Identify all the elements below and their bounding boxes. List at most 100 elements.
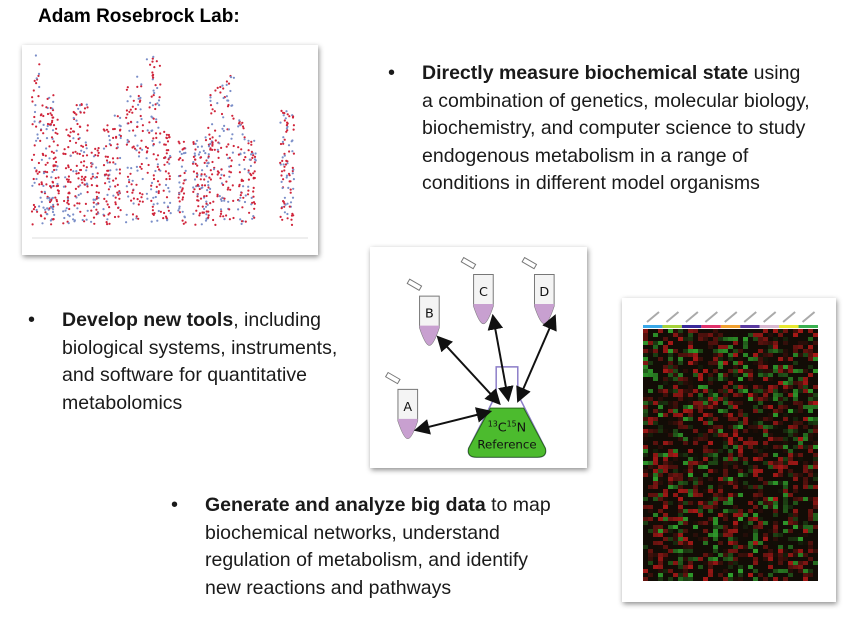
scatter-point [86,106,89,109]
scatter-point [75,119,78,122]
heatmap-cell [808,417,813,421]
heatmap-cell [758,525,763,529]
scatter-point [39,129,43,132]
scatter-point [292,168,295,171]
heatmap-cell [693,533,698,537]
scatter-point [45,128,48,131]
heatmap-cell [643,369,648,373]
scatter-point [200,173,203,176]
scatter-point [141,129,144,133]
heatmap-cell [663,369,668,373]
scatter-point [64,176,67,179]
scatter-point [106,161,109,164]
heatmap-cell [653,481,658,485]
heatmap-cell [788,469,793,473]
scatter-point [162,217,165,220]
scatter-point [154,84,157,87]
heatmap-cell [813,333,818,337]
heatmap-cell [728,357,733,361]
bullet-text: conditions in different model organisms [422,172,760,194]
heatmap-cell [728,533,733,537]
heatmap-cell [663,461,668,465]
heatmap-cell [693,389,698,393]
scatter-point [283,165,286,168]
heatmap-cell [718,553,723,557]
scatter-point [150,199,153,202]
scatter-point [204,152,207,155]
heatmap-cell [703,413,708,417]
scatter-point [114,185,117,188]
scatter-point [105,221,108,224]
heatmap-cell [813,433,818,437]
scatter-point [244,194,247,197]
scatter-point [230,159,233,162]
heatmap-cell [813,525,818,529]
bullet-measure-biochemical-state: • Directly measure biochemical state usi… [388,60,810,198]
scatter-point [91,162,94,165]
heatmap-cell [763,481,768,485]
heatmap-cell [788,517,793,521]
heatmap-cell [758,365,763,369]
scatter-point [220,112,224,116]
heatmap-cell [728,569,733,573]
scatter-point [106,223,109,226]
heatmap-cell [688,337,693,341]
heatmap-cell [713,493,718,497]
heatmap-cell [698,405,703,409]
heatmap-cell [688,425,693,429]
heatmap-cell [808,497,813,501]
heatmap-cell [733,553,738,557]
scatter-point [68,191,71,194]
scatter-point [225,153,228,156]
heatmap-cell [698,357,703,361]
heatmap-cell [698,465,703,469]
scatter-point [280,207,283,210]
heatmap-cell [643,453,648,457]
heatmap-cell [733,509,738,513]
heatmap-cell [693,369,698,373]
heatmap-cell [683,461,688,465]
heatmap-cell [753,485,758,489]
scatter-point [94,176,97,179]
heatmap-cell [683,565,688,569]
scatter-point [152,153,155,156]
heatmap-cell [663,537,668,541]
heatmap-cell [748,393,753,397]
heatmap-column-label [763,311,777,323]
heatmap-cell [668,417,673,421]
scatter-point [207,184,210,187]
heatmap-cell [768,425,773,429]
scatter-point [283,138,286,141]
heatmap-cell [683,389,688,393]
scatter-point [231,104,234,107]
heatmap-cell [683,521,688,525]
heatmap-cell [653,373,658,377]
scatter-point [157,99,161,102]
scatter-point [67,166,70,169]
heatmap-cell [793,381,798,385]
scatter-point [252,195,255,198]
scatter-point [193,152,196,155]
heatmap-cell [778,349,783,353]
heatmap-cell [793,461,798,465]
heatmap-cell [698,565,703,569]
heatmap-cell [788,573,793,577]
heatmap-cell [778,437,783,441]
heatmap-cell [663,493,668,497]
scatter-point [67,175,70,178]
heatmap-cell [683,453,688,457]
heatmap-cell [763,393,768,397]
heatmap-cell [658,553,663,557]
scatter-point [217,156,220,159]
scatter-point [137,155,141,158]
heatmap-cell [658,577,663,581]
scatter-point [237,208,240,211]
heatmap-cell [793,345,798,349]
scatter-point [210,112,213,115]
scatter-point [138,200,141,203]
heatmap-cell [763,417,768,421]
heatmap-cell [748,501,753,505]
heatmap-cell [663,465,668,469]
scatter-point [216,193,219,196]
heatmap-cell [793,421,798,425]
